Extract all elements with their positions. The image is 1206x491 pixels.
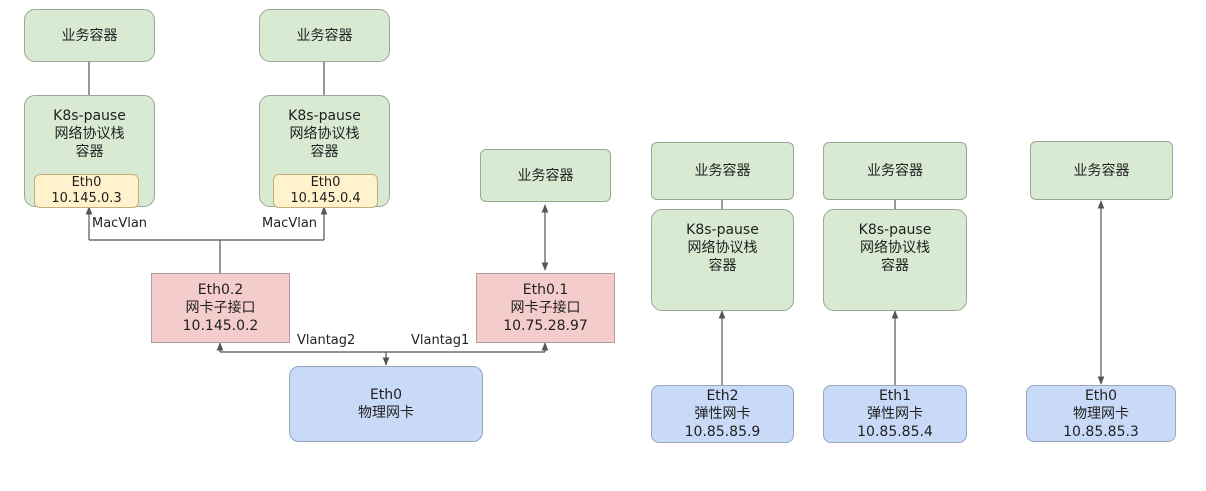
- eth0-2-subinterface: Eth0.2 网卡子接口 10.145.0.2: [151, 273, 290, 343]
- podC-app-label: 业务容器: [1073, 162, 1130, 179]
- pod1-pause-line2: 网络协议栈: [54, 126, 125, 142]
- pod2-app-container: 业务容器: [259, 9, 390, 62]
- pod1-app-container: 业务容器: [24, 9, 155, 62]
- macvlan-label-1: MacVlan: [92, 216, 148, 231]
- podB-app-label: 业务容器: [867, 163, 923, 179]
- pod1-app-label: 业务容器: [61, 27, 118, 44]
- pod2-eth0-ip: 10.145.0.4: [290, 191, 361, 206]
- pod2-eth0-interface: Eth0 10.145.0.4: [273, 174, 378, 208]
- podB-pause-line2: 网络协议栈: [860, 240, 930, 256]
- physical-nic-eth0-right: Eth0 物理网卡 10.85.85.3: [1026, 385, 1176, 442]
- eni-eth2-desc: 弹性网卡: [694, 406, 751, 422]
- eni-eth1-ip: 10.85.85.4: [857, 424, 933, 440]
- physical-nic-name: Eth0: [369, 387, 403, 403]
- eth0-2-name: Eth0.2: [197, 282, 244, 298]
- pod2-pause-line2: 网络协议栈: [289, 126, 360, 142]
- pod1-pause-line3: 容器: [75, 144, 104, 160]
- eth0-2-ip: 10.145.0.2: [182, 318, 259, 334]
- podA-pause-container: K8s-pause 网络协议栈 容器: [651, 209, 794, 311]
- physical-nic-desc: 物理网卡: [358, 405, 414, 421]
- eni-eth1: Eth1 弹性网卡 10.85.85.4: [823, 385, 967, 443]
- vlantag2-label: Vlantag2: [297, 333, 356, 348]
- pod2-eth0-name: Eth0: [310, 175, 341, 190]
- eni-eth1-name: Eth1: [878, 388, 912, 404]
- podB-pause-container: K8s-pause 网络协议栈 容器: [823, 209, 967, 311]
- vlantag1-label: Vlantag1: [411, 333, 470, 348]
- eni-eth2: Eth2 弹性网卡 10.85.85.9: [651, 385, 794, 443]
- pod1-eth0-interface: Eth0 10.145.0.3: [34, 174, 139, 208]
- physical-nic-right-ip: 10.85.85.3: [1063, 423, 1139, 440]
- pod2-app-label: 业务容器: [296, 27, 353, 44]
- eth0-1-name: Eth0.1: [522, 282, 569, 298]
- app3-container: 业务容器: [480, 149, 611, 202]
- podB-pause-line3: 容器: [881, 258, 909, 274]
- podA-app-container: 业务容器: [651, 142, 794, 200]
- eni-eth2-name: Eth2: [706, 388, 739, 404]
- pod1-eth0-ip: 10.145.0.3: [51, 191, 122, 206]
- podA-pause-line3: 容器: [708, 258, 737, 274]
- macvlan-label-2: MacVlan: [262, 216, 318, 231]
- pod2-pause-line3: 容器: [310, 144, 339, 160]
- pod2-pause-line1: K8s-pause: [288, 108, 361, 124]
- physical-nic-right-name: Eth0: [1084, 387, 1118, 404]
- eth0-1-ip: 10.75.28.97: [503, 318, 588, 334]
- podC-app-container: 业务容器: [1030, 141, 1173, 200]
- eni-eth1-desc: 弹性网卡: [867, 406, 923, 422]
- eth0-2-desc: 网卡子接口: [185, 300, 256, 316]
- podA-pause-line2: 网络协议栈: [687, 240, 758, 256]
- podA-app-label: 业务容器: [694, 163, 751, 179]
- app3-label: 业务容器: [517, 167, 574, 184]
- physical-nic-eth0: Eth0 物理网卡: [289, 366, 483, 442]
- physical-nic-right-desc: 物理网卡: [1073, 405, 1129, 422]
- pod1-eth0-name: Eth0: [71, 175, 102, 190]
- eth0-1-subinterface: Eth0.1 网卡子接口 10.75.28.97: [476, 273, 615, 343]
- eth0-1-desc: 网卡子接口: [510, 300, 581, 316]
- podB-pause-line1: K8s-pause: [858, 222, 932, 238]
- podA-pause-line1: K8s-pause: [686, 222, 759, 238]
- eni-eth2-ip: 10.85.85.9: [684, 424, 761, 440]
- pod1-pause-line1: K8s-pause: [53, 108, 126, 124]
- podB-app-container: 业务容器: [823, 142, 967, 200]
